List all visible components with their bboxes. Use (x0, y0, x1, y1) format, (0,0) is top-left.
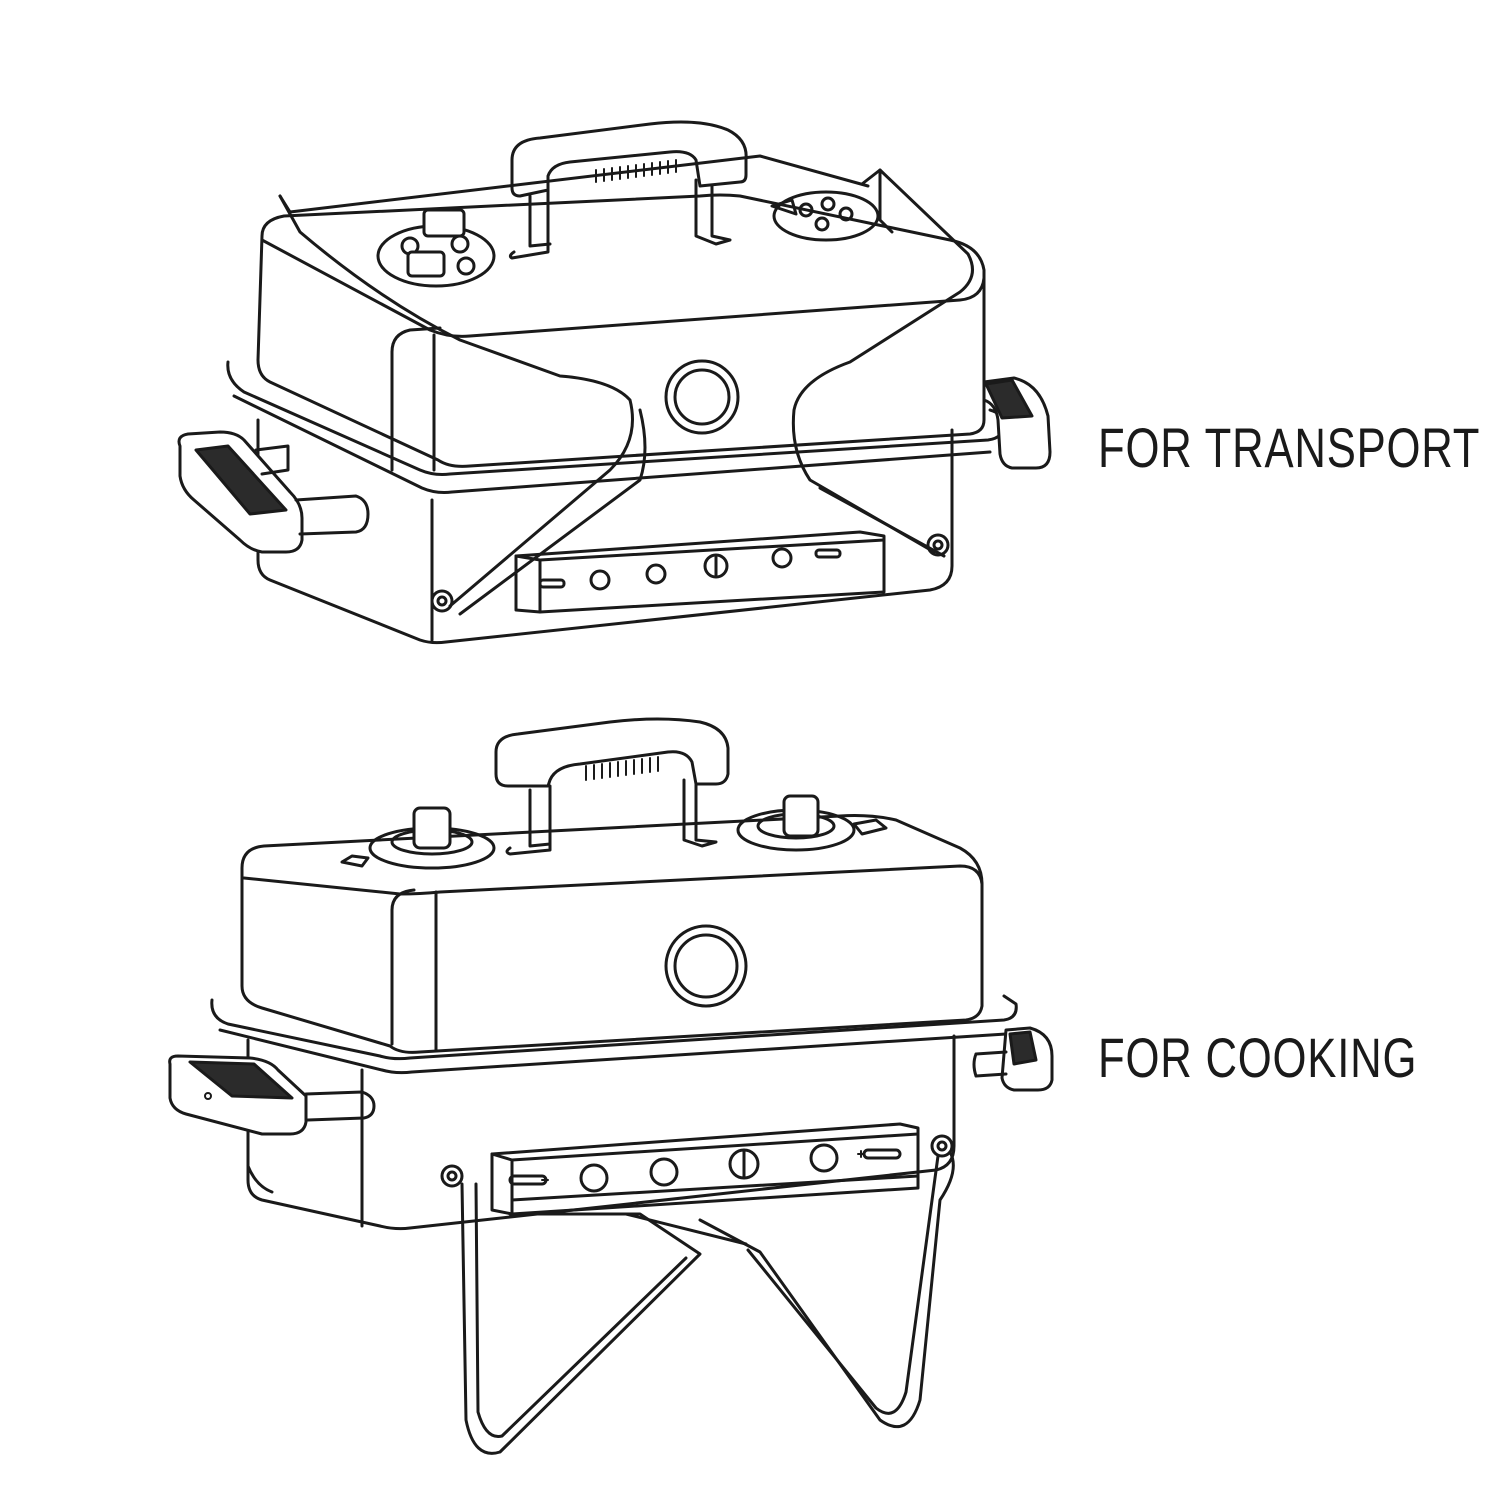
cooking-thermometer-outer (664, 924, 748, 1008)
cooking-side-handle-left-arm (304, 1090, 376, 1122)
cooking-handle-strut-left (505, 784, 552, 856)
cooking-base-rim (210, 994, 1018, 1061)
cooking-wire-leg-right (698, 1150, 955, 1429)
transport-lid-corner (390, 326, 442, 354)
cooking-wire-leg-left (460, 1182, 702, 1455)
transport-vent-right-lever (770, 198, 798, 216)
transport-body-box (256, 418, 954, 645)
cooking-vent-left-knob (412, 806, 452, 850)
label-for-transport: FOR TRANSPORT (1098, 416, 1481, 479)
transport-top-handle (510, 120, 748, 198)
transport-side-handle-left-grip (194, 444, 288, 516)
cooking-pivot-right (930, 1134, 954, 1158)
cooking-body-box (246, 1034, 956, 1231)
cooking-side-handle-right-grip (1008, 1030, 1038, 1066)
transport-pivot-right (926, 533, 950, 557)
grill-cooking-drawing (168, 717, 1054, 1455)
transport-pivot-left (430, 589, 454, 613)
transport-vent-right (772, 190, 880, 242)
transport-thermometer-outer (664, 359, 740, 435)
cooking-base-rim-lower (218, 1028, 1008, 1075)
cooking-lid-latch (340, 854, 370, 868)
transport-bracket-plate (514, 530, 886, 614)
cooking-lid-outline (240, 814, 984, 1054)
transport-handle-strut-right (694, 178, 732, 246)
transport-lid-outline (256, 193, 986, 468)
transport-lid-tab (422, 208, 466, 238)
grill-transport-drawing (177, 120, 1052, 645)
cooking-top-handle (494, 717, 730, 788)
transport-lid-top-edge (260, 238, 986, 338)
transport-vent-left-knob (406, 250, 446, 278)
transport-side-handle-right-grip (984, 378, 1034, 420)
transport-side-handle-left-arm (254, 444, 370, 536)
cooking-vent-right-lever (852, 818, 888, 836)
cooking-pivot-left (440, 1164, 464, 1188)
cooking-handle-strut-right (682, 778, 718, 848)
transport-wire-leg-right (791, 168, 974, 554)
cooking-vent-right-knob (782, 794, 820, 838)
cooking-thermometer-inner (673, 933, 739, 999)
cooking-bracket-plate (490, 1122, 920, 1216)
transport-base-rim-lower (232, 394, 992, 494)
transport-wire-leg-top (278, 154, 870, 214)
label-for-cooking: FOR COOKING (1098, 1026, 1418, 1089)
cooking-side-handle-left-grip (188, 1060, 294, 1100)
transport-handle-strut-left (508, 188, 550, 260)
cooking-handle-grip (585, 756, 659, 781)
transport-thermometer-inner (673, 368, 731, 426)
transport-wire-leg-left (278, 194, 634, 608)
cooking-lid-top-edge (242, 864, 984, 896)
